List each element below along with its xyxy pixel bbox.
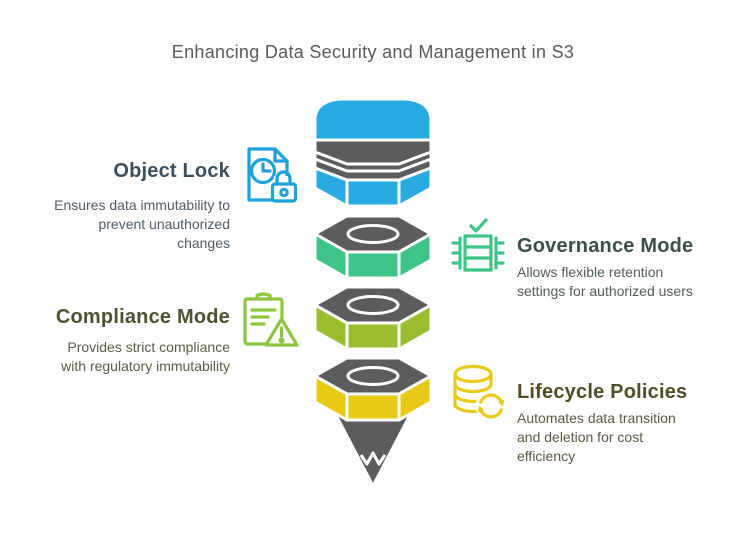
funnel-segment-eraser-cap <box>313 97 433 208</box>
page-title: Enhancing Data Security and Management i… <box>171 42 575 62</box>
funnel-segment-nut-green <box>313 214 433 280</box>
section-title-governance-mode: Governance Mode <box>517 235 694 257</box>
section-description-object-lock: Ensures data immutability to prevent una… <box>54 197 230 251</box>
server-check-icon <box>451 218 505 272</box>
clipboard-warning-icon <box>243 292 299 347</box>
funnel-pencil-graphic <box>313 97 433 488</box>
funnel-segment-nut-yellow <box>313 356 433 422</box>
section-title-compliance-mode: Compliance Mode <box>55 306 230 328</box>
section-description-lifecycle-policies: Automates data transition and deletion f… <box>517 410 676 464</box>
database-refresh-icon <box>453 364 507 422</box>
section-description-compliance-mode: Provides strict compliance with regulato… <box>61 339 230 374</box>
section-title-object-lock: Object Lock <box>113 160 230 182</box>
funnel-segment-nut-lime <box>313 285 433 351</box>
section-description-governance-mode: Allows flexible retention settings for a… <box>517 264 693 299</box>
document-clock-lock-icon <box>247 147 298 203</box>
section-title-lifecycle-policies: Lifecycle Policies <box>517 381 688 403</box>
